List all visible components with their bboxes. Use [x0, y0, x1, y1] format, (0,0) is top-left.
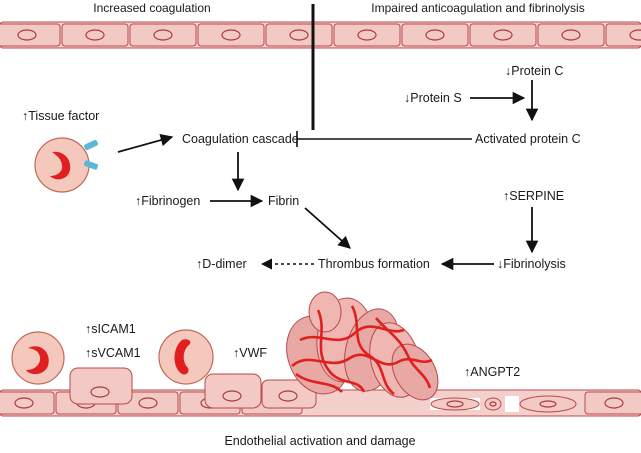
marker-vwf: ↑VWF	[233, 346, 267, 360]
label-d-dimer: ↑D-dimer	[196, 257, 247, 271]
endothelial-nucleus	[289, 29, 309, 41]
header-increased-coagulation: Increased coagulation	[93, 1, 210, 15]
endothelial-nucleus	[153, 29, 173, 41]
thrombus-clot	[286, 291, 439, 401]
leukocyte-middle	[158, 329, 214, 385]
header-impaired-anticoagulation: Impaired anticoagulation and fibrinolysi…	[371, 1, 584, 15]
marker-svcam1: ↑sVCAM1	[85, 346, 141, 360]
marker-angpt2: ↑ANGPT2	[464, 365, 520, 379]
endothelial-nucleus	[357, 29, 377, 41]
label-activated-protein-c: Activated protein C	[475, 132, 581, 146]
arrow-tf-to-cascade	[117, 133, 174, 153]
endothelial-nucleus	[221, 29, 241, 41]
endothelial-cell	[605, 23, 641, 47]
label-fibrin: Fibrin	[268, 194, 299, 208]
label-protein-c: ↓Protein C	[505, 64, 563, 78]
label-fibrinogen: ↑Fibrinogen	[135, 194, 200, 208]
tissue-factor-cell	[34, 137, 99, 193]
label-protein-s: ↓Protein S	[404, 91, 462, 105]
label-thrombus-formation: Thrombus formation	[318, 257, 430, 271]
endothelial-nucleus	[14, 397, 34, 409]
endothelial-nucleus	[561, 29, 581, 41]
endothelial-nucleus	[85, 29, 105, 41]
label-serpine: ↑SERPINE	[503, 189, 564, 203]
leukocyte-left	[11, 331, 65, 385]
endothelial-nucleus	[493, 29, 513, 41]
top-endothelium	[0, 21, 641, 49]
endothelial-nucleus	[629, 29, 641, 41]
endothelial-nucleus	[425, 29, 445, 41]
endothelial-nucleus	[604, 397, 624, 409]
footer-caption: Endothelial activation and damage	[224, 434, 415, 448]
arrow-fibrin-to-thrombus	[304, 207, 351, 249]
endothelial-nucleus	[17, 29, 37, 41]
endothelial-nucleus	[138, 397, 158, 409]
label-tissue-factor: ↑Tissue factor	[22, 109, 99, 123]
activated-endothelial-cells	[69, 367, 317, 409]
label-fibrinolysis: ↓Fibrinolysis	[497, 257, 566, 271]
inhibit-apc-to-cascade	[296, 131, 472, 147]
marker-sicam1: ↑sICAM1	[85, 322, 136, 336]
damaged-endothelial-cells	[430, 395, 577, 413]
label-coagulation-cascade: Coagulation cascade	[182, 132, 299, 146]
